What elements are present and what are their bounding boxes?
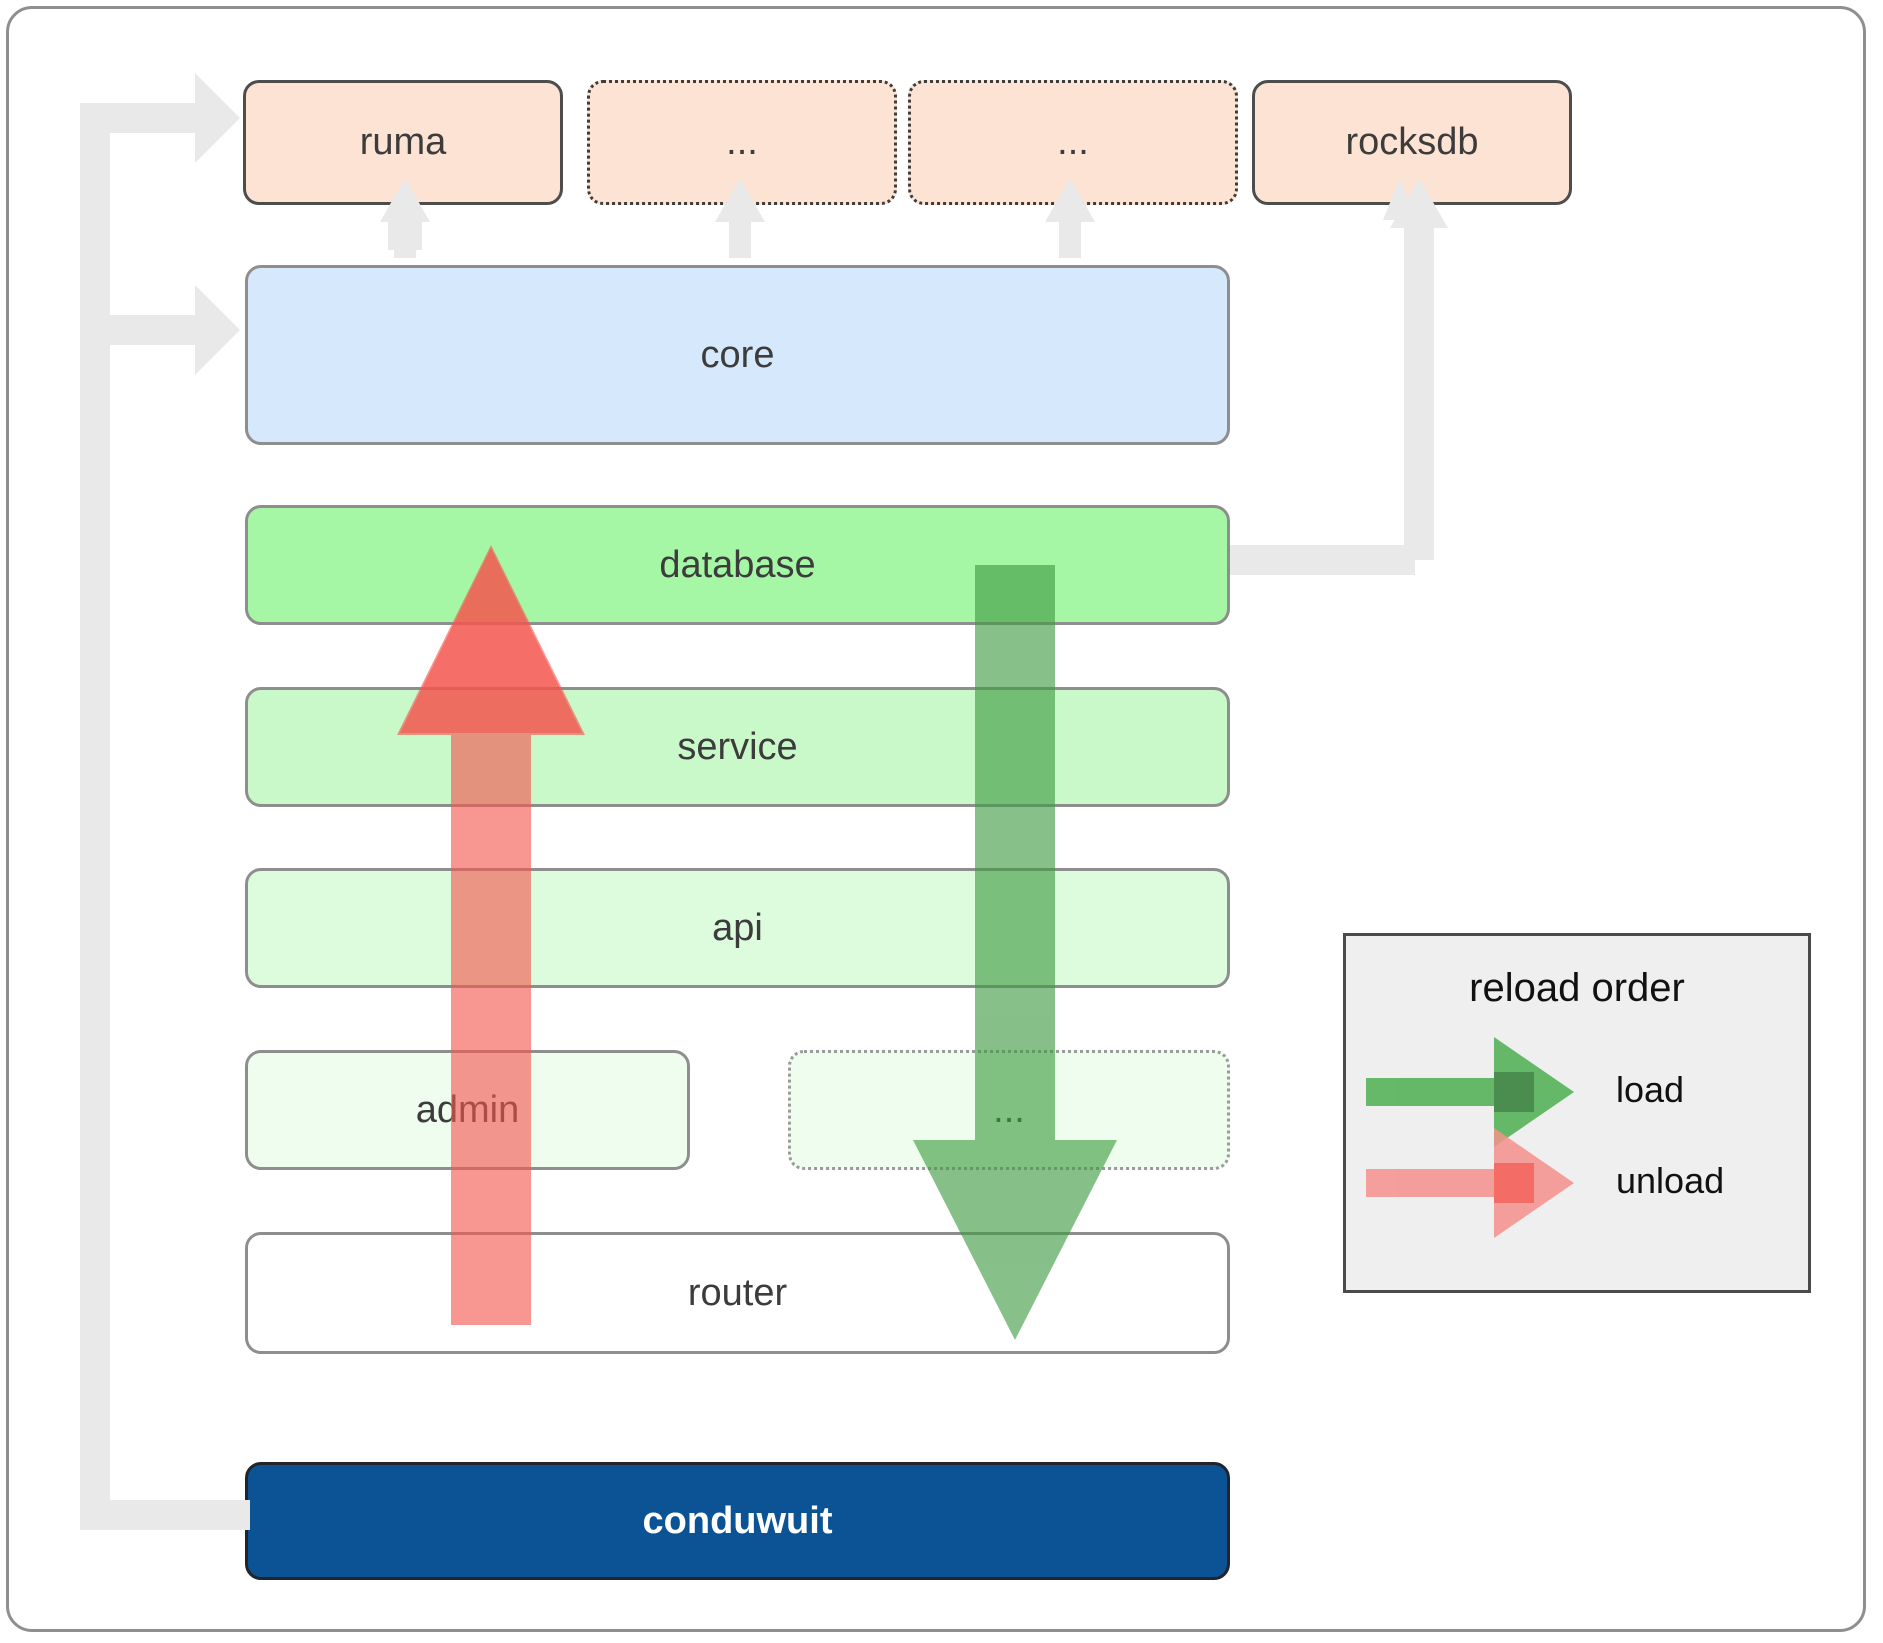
node-layer-ellipsis[interactable]: ... <box>788 1050 1230 1170</box>
node-database[interactable]: database <box>245 505 1230 625</box>
node-service-label: service <box>677 725 798 768</box>
unload-arrow-icon <box>1366 1128 1574 1238</box>
legend-label-load: load <box>1616 1069 1685 1110</box>
node-router-label: router <box>687 1271 788 1314</box>
node-database-label: database <box>659 543 816 586</box>
node-rocksdb-label: rocksdb <box>1345 121 1479 163</box>
node-router[interactable]: router <box>245 1232 1230 1354</box>
node-admin[interactable]: admin <box>245 1050 690 1170</box>
node-top-ellipsis-1-label: ... <box>726 121 758 163</box>
node-conduwuit-label: conduwuit <box>642 1499 833 1542</box>
node-service[interactable]: service <box>245 687 1230 807</box>
node-rocksdb[interactable]: rocksdb <box>1252 80 1572 205</box>
node-api-label: api <box>712 906 763 949</box>
node-conduwuit[interactable]: conduwuit <box>245 1462 1230 1580</box>
legend-arrow-icons <box>1366 1037 1574 1238</box>
node-core[interactable]: core <box>245 265 1230 445</box>
node-ruma-label: ruma <box>359 121 447 163</box>
node-admin-label: admin <box>415 1088 520 1131</box>
legend-label-unload: unload <box>1616 1160 1725 1201</box>
node-top-ellipsis-2-label: ... <box>1057 121 1089 163</box>
node-core-label: core <box>700 333 775 376</box>
legend-title: reload order <box>1469 966 1685 1010</box>
node-layer-ellipsis-label: ... <box>993 1088 1025 1131</box>
diagram-frame <box>6 6 1866 1632</box>
legend-panel: reload order load unload <box>1343 933 1811 1293</box>
node-api[interactable]: api <box>245 868 1230 988</box>
load-arrow-icon <box>1366 1037 1574 1147</box>
node-top-ellipsis-2[interactable]: ... <box>908 80 1238 205</box>
node-ruma[interactable]: ruma <box>243 80 563 205</box>
node-top-ellipsis-1[interactable]: ... <box>587 80 897 205</box>
